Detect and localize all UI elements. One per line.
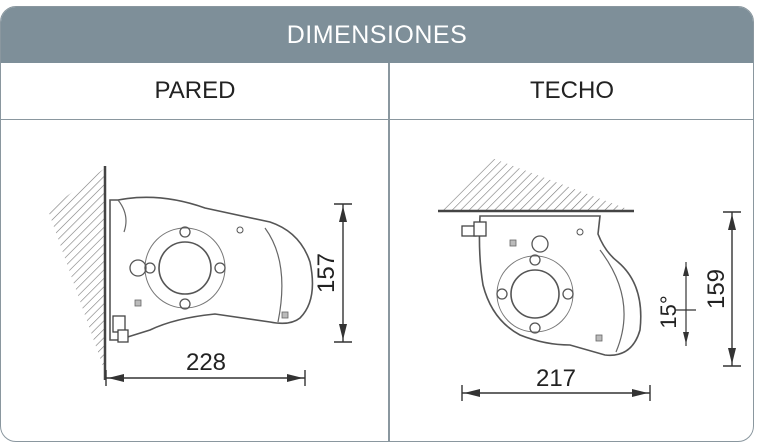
ceiling-hatch <box>443 158 630 210</box>
column-header-pared: PARED <box>1 63 389 120</box>
techo-width-label: 217 <box>536 365 576 392</box>
wall-hatch <box>48 168 105 372</box>
flange-circle-ceiling <box>510 269 560 319</box>
pared-width-label: 228 <box>186 349 226 376</box>
wall-mount-drawing: 157 228 <box>48 166 352 386</box>
techo-height-label: 159 <box>703 269 730 309</box>
motor-housing-ceiling <box>478 215 642 357</box>
flange-circle <box>158 241 212 295</box>
column-header-techo: TECHO <box>389 63 753 120</box>
column-divider <box>388 63 390 441</box>
techo-angle-label: 15° <box>656 295 681 328</box>
section-title: DIMENSIONES <box>1 7 753 63</box>
pared-height-label: 157 <box>313 253 340 293</box>
